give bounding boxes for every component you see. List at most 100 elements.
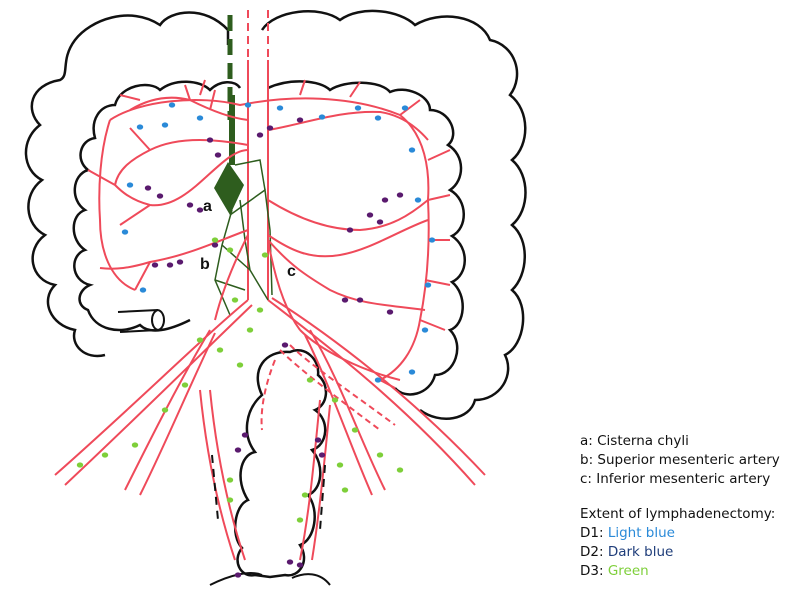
pelvic-floor (209, 572, 331, 586)
legend: a: Cisterna chyli b: Superior mesenteric… (580, 432, 780, 581)
d3-node (196, 337, 204, 343)
label-b: b (200, 256, 210, 273)
d2-node (156, 193, 164, 199)
d2-node (314, 437, 322, 443)
d2-node (234, 572, 242, 578)
d3-node (226, 247, 234, 253)
d3-node (396, 467, 404, 473)
d3-node (331, 397, 339, 403)
d3-node (76, 462, 84, 468)
d3-node (256, 307, 264, 313)
d3-node (231, 297, 239, 303)
d2-node (196, 207, 204, 213)
d3-node (131, 442, 139, 448)
colon-inner-outline-right (267, 80, 466, 396)
d2-node (356, 297, 364, 303)
d1-node (414, 197, 422, 203)
colon-outline-right (260, 9, 527, 420)
legend-d3: D3: Green (580, 562, 780, 581)
legend-d3-name: Green (607, 563, 649, 579)
d2-node (341, 297, 349, 303)
d1-node (276, 105, 284, 111)
d1-node (421, 327, 429, 333)
d3-node (236, 362, 244, 368)
d3-node (351, 427, 359, 433)
d1-node (408, 147, 416, 153)
d3-node (301, 492, 309, 498)
d2-node (396, 192, 404, 198)
legend-d2-name: Dark blue (607, 544, 674, 560)
legend-d1-prefix: D1: (580, 525, 608, 541)
d1-node (121, 229, 129, 235)
d2-node (296, 117, 304, 123)
d2-node (234, 447, 242, 453)
d2-node (256, 132, 264, 138)
cisterna-chyli (214, 162, 244, 215)
d3-node (211, 237, 219, 243)
lymph-nodes (76, 102, 436, 578)
d3-node (261, 252, 269, 258)
legend-d2-prefix: D2: (580, 544, 608, 560)
d1-node (136, 124, 144, 130)
d1-node (168, 102, 176, 108)
iliac-arteries (54, 297, 486, 561)
d1-node (354, 105, 362, 111)
label-c: c (287, 263, 296, 280)
sma-branches (87, 84, 249, 321)
d1-node (161, 122, 169, 128)
d3-node (101, 452, 109, 458)
d2-node (144, 185, 152, 191)
d3-node (336, 462, 344, 468)
d2-node (211, 242, 219, 248)
d3-node (246, 327, 254, 333)
d2-node (281, 342, 289, 348)
legend-d1-name: Light blue (607, 525, 675, 541)
d1-node (318, 114, 326, 120)
d2-node (296, 562, 304, 568)
d3-node (296, 517, 304, 523)
d2-node (151, 262, 159, 268)
d2-node (186, 202, 194, 208)
d1-node (196, 115, 204, 121)
d3-node (376, 452, 384, 458)
d1-node (374, 115, 382, 121)
legend-def-c: c: Inferior mesenteric artery (580, 471, 771, 487)
d3-node (161, 407, 169, 413)
legend-d1: D1: Light blue (580, 524, 780, 543)
appendix-tube (117, 309, 165, 333)
black-dashed-lines (211, 454, 326, 531)
d1-node (139, 287, 147, 293)
marginal-artery (98, 79, 451, 389)
d2-node (286, 559, 294, 565)
d3-node (226, 497, 234, 503)
d1-node (424, 282, 432, 288)
d2-node (176, 259, 184, 265)
d2-node (206, 137, 214, 143)
d2-node (381, 197, 389, 203)
d3-node (306, 377, 314, 383)
d2-node (376, 219, 384, 225)
d1-node (408, 369, 416, 375)
d3-node (216, 347, 224, 353)
d3-node (341, 487, 349, 493)
legend-def-a: a: Cisterna chyli (580, 433, 689, 449)
dashed-vessels (260, 344, 396, 431)
d3-node (181, 382, 189, 388)
d2-node (266, 125, 274, 131)
d2-node (318, 452, 326, 458)
d1-node (401, 105, 409, 111)
d1-node (244, 102, 252, 108)
legend-d3-prefix: D3: (580, 563, 608, 579)
d1-node (126, 182, 134, 188)
colon-inner-outline (72, 80, 242, 332)
d2-node (366, 212, 374, 218)
d1-node (428, 237, 436, 243)
d2-node (166, 262, 174, 268)
rectum-outline (233, 349, 328, 579)
d2-node (241, 432, 249, 438)
d3-node (226, 477, 234, 483)
legend-extent-title: Extent of lymphadenectomy: (580, 506, 776, 522)
label-a: a (203, 198, 212, 215)
d2-node (346, 227, 354, 233)
